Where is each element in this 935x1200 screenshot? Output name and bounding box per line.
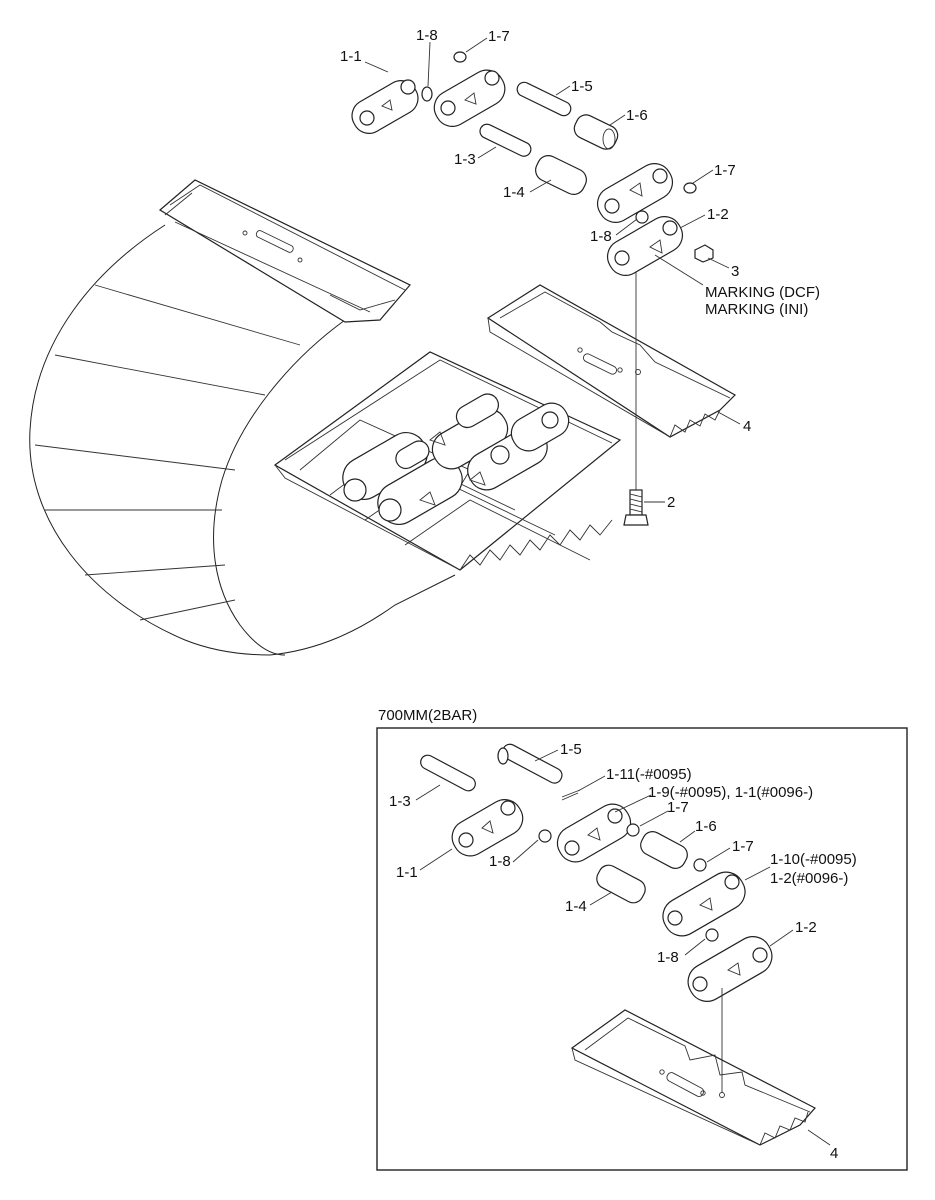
inset-label-1-7-right: 1-7 bbox=[732, 838, 754, 855]
label-2: 2 bbox=[667, 494, 675, 511]
track-loop-inner bbox=[213, 319, 346, 656]
inset-label-1-6: 1-6 bbox=[695, 818, 717, 835]
track-loop-outer bbox=[29, 224, 271, 656]
inset-700mm: 700MM(2BAR) bbox=[376, 707, 908, 1171]
track-assembly-drawing: 1-1 1-8 1-7 1-5 1-6 1-3 1-4 1-7 1-2 1-8 … bbox=[29, 27, 820, 656]
inset-label-1-10: 1-10(-#0095) bbox=[770, 851, 857, 868]
shoe-part-4 bbox=[486, 284, 736, 438]
label-3: 3 bbox=[731, 263, 739, 280]
label-1-5: 1-5 bbox=[571, 78, 593, 95]
label-1-8-right: 1-8 bbox=[590, 228, 612, 245]
exploded-parts-upper bbox=[351, 51, 714, 276]
far-track-shoe bbox=[158, 179, 411, 323]
bolt-part-2 bbox=[623, 270, 649, 526]
inset-leader-lines bbox=[415, 749, 831, 1146]
inset-label-1-11: 1-11(-#0095) bbox=[606, 766, 692, 783]
label-1-6: 1-6 bbox=[626, 107, 648, 124]
label-marking-dcf: MARKING (DCF) bbox=[705, 284, 820, 301]
label-1-1: 1-1 bbox=[340, 48, 362, 65]
inset-label-1-4: 1-4 bbox=[565, 898, 587, 915]
inset-label-1-8-lower: 1-8 bbox=[657, 949, 679, 966]
inset-frame bbox=[376, 727, 908, 1171]
inset-label-4: 4 bbox=[830, 1145, 838, 1162]
label-4: 4 bbox=[743, 418, 751, 435]
track-loop-bottom bbox=[269, 574, 456, 656]
inset-label-1-9: 1-9(-#0095), 1-1(#0096-) bbox=[648, 784, 813, 801]
inset-label-1-8-top: 1-8 bbox=[489, 853, 511, 870]
inset-label-1-1: 1-1 bbox=[396, 864, 418, 881]
inset-label-1-7-top: 1-7 bbox=[667, 799, 689, 816]
label-1-3: 1-3 bbox=[454, 151, 476, 168]
label-marking-ini: MARKING (INI) bbox=[705, 301, 808, 318]
leader-lines-upper bbox=[364, 37, 741, 503]
label-1-8-top: 1-8 bbox=[416, 27, 438, 44]
label-1-2: 1-2 bbox=[707, 206, 729, 223]
label-1-4: 1-4 bbox=[503, 184, 525, 201]
link-chain bbox=[342, 393, 570, 525]
inset-title: 700MM(2BAR) bbox=[378, 707, 477, 724]
label-1-7-right: 1-7 bbox=[714, 162, 736, 179]
inset-label-1-2-serial: 1-2(#0096-) bbox=[770, 870, 848, 887]
label-1-7-top: 1-7 bbox=[488, 28, 510, 45]
inset-label-1-3: 1-3 bbox=[389, 793, 411, 810]
inset-parts bbox=[420, 743, 816, 1146]
inset-label-1-2: 1-2 bbox=[795, 919, 817, 936]
inset-label-1-5: 1-5 bbox=[560, 741, 582, 758]
